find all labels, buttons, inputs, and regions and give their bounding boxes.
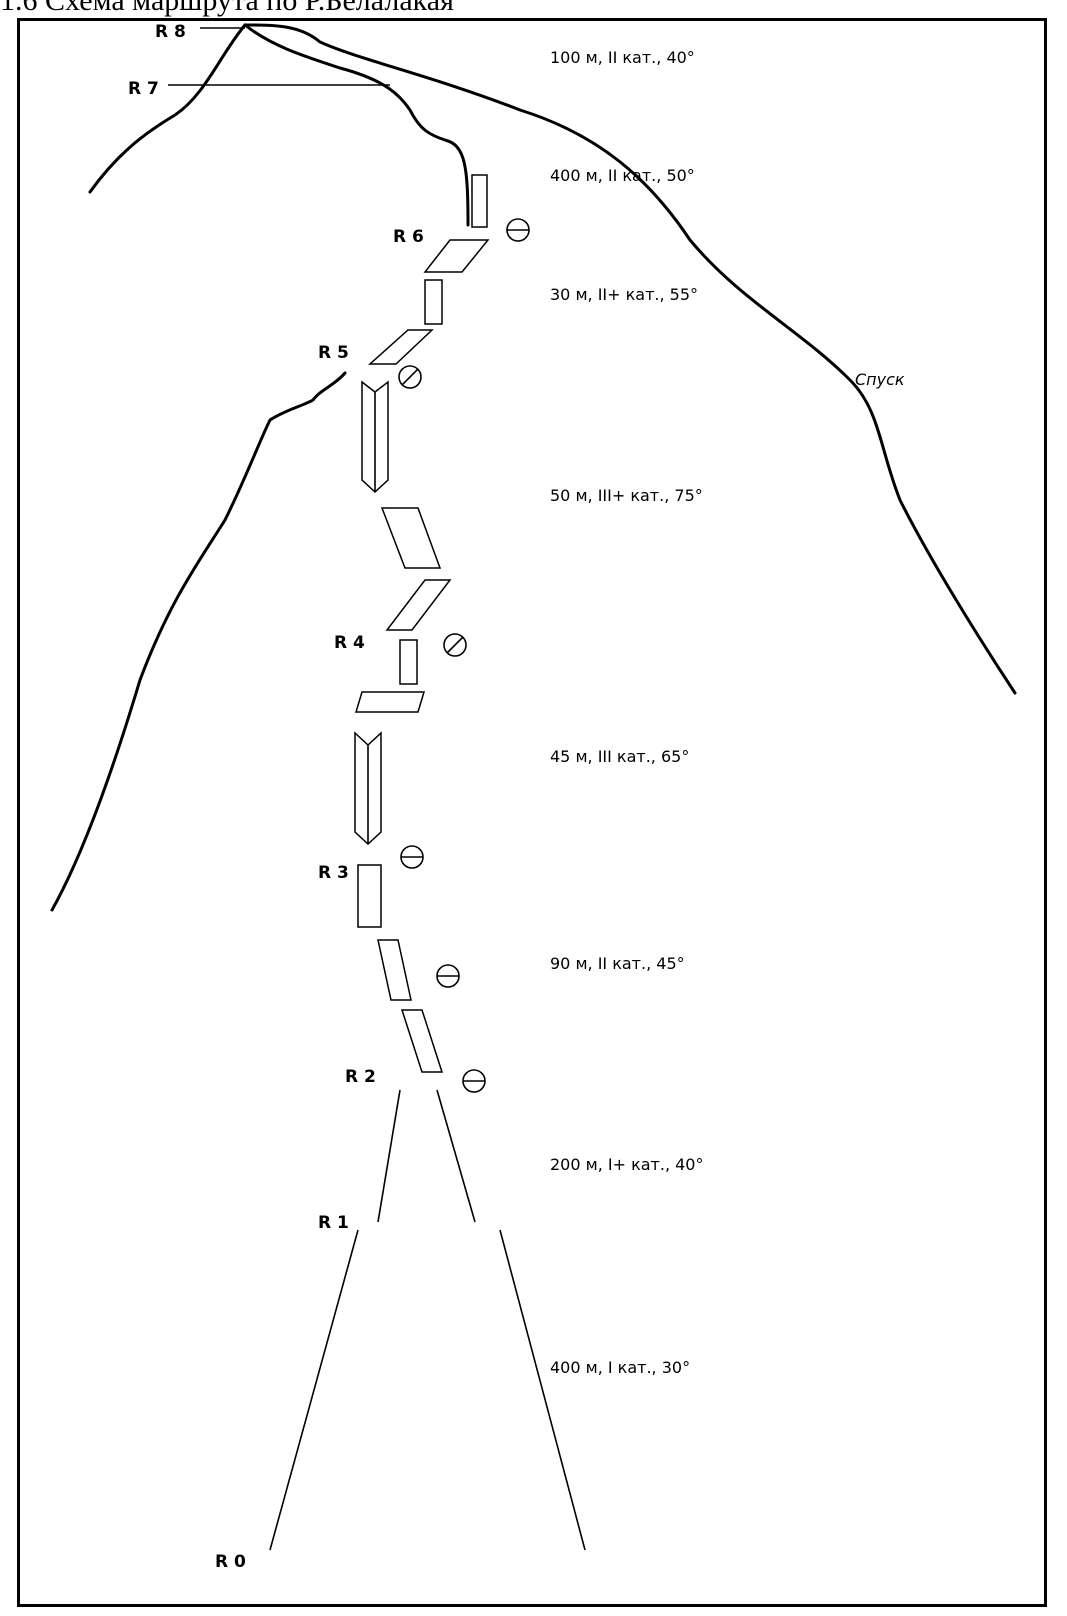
- left-ridge-upper: [88, 23, 247, 194]
- pitch-rect-2: [424, 279, 443, 325]
- belay-label-r8: R 8: [155, 22, 186, 42]
- pitch-slab-6: [377, 939, 412, 1001]
- pitch-slab-7: [400, 1009, 444, 1073]
- anchor-icon-4: [400, 845, 424, 869]
- belay-label-r5: R 5: [318, 343, 349, 363]
- pitch-slab-3: [380, 507, 442, 569]
- segment-text: 45 м, III кат., 65°: [550, 747, 689, 766]
- header-caption: 1.6 Схема маршрута по Р.Белалакая: [0, 0, 454, 17]
- summit-descent-ridge: [243, 23, 1017, 695]
- pitch-slab-4: [385, 579, 452, 631]
- anchor-icon-6: [462, 1069, 486, 1093]
- pitch-rect-4: [357, 864, 382, 928]
- belay-label-r0: R 0: [215, 1552, 246, 1572]
- segment-text: 400 м, I кат., 30°: [550, 1358, 690, 1377]
- segment-text: 100 м, II кат., 40°: [550, 48, 695, 67]
- belay-label-r4: R 4: [334, 633, 365, 653]
- scree-line-4: [499, 1229, 586, 1551]
- pitch-rect-3: [399, 639, 418, 685]
- belay-label-r1: R 1: [318, 1213, 349, 1233]
- scree-line-1: [377, 1089, 401, 1223]
- belay-label-r3: R 3: [318, 863, 349, 883]
- anchor-icon-2: [398, 365, 422, 389]
- anchor-icon-3: [443, 633, 467, 657]
- pitch-slab-1: [423, 239, 490, 273]
- belay-label-r2: R 2: [345, 1067, 376, 1087]
- belay-label-r7: R 7: [128, 79, 159, 99]
- scree-line-3: [269, 1229, 359, 1551]
- segment-text: 30 м, II+ кат., 55°: [550, 285, 698, 304]
- diagram-frame: [17, 18, 1047, 1607]
- anchor-icon-1: [506, 218, 530, 242]
- segment-text: 200 м, I+ кат., 40°: [550, 1155, 703, 1174]
- route-top-line: [243, 23, 470, 227]
- belay-label-r6: R 6: [393, 227, 424, 247]
- scree-line-2: [436, 1089, 476, 1223]
- segment-text: 400 м, II кат., 50°: [550, 166, 695, 185]
- anchor-icon-5: [436, 964, 460, 988]
- pitch-slab-5: [354, 691, 426, 713]
- segment-text: 90 м, II кат., 45°: [550, 954, 685, 973]
- pitch-rect-1: [471, 174, 488, 228]
- segment-text: 50 м, III+ кат., 75°: [550, 486, 703, 505]
- pitch-slab-2: [368, 329, 434, 365]
- descent-label: Спуск: [855, 370, 905, 389]
- left-ridge-lower: [50, 371, 347, 912]
